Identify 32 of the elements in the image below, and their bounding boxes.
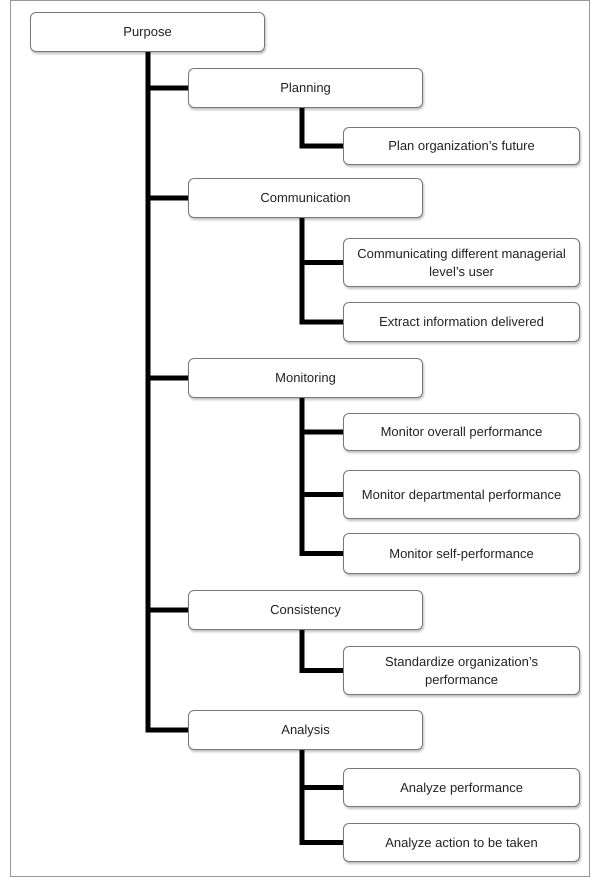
- box-label: Monitor departmental performance: [362, 486, 562, 504]
- process-box: [188, 710, 423, 750]
- process-box: [343, 823, 580, 862]
- box-label: Consistency: [270, 601, 341, 619]
- process-box: [343, 533, 580, 574]
- box-label: Analyze performance: [400, 778, 523, 796]
- box-label: Communicating different managerial level’s user: [356, 244, 567, 280]
- process-box: [343, 413, 580, 451]
- process-box: [343, 646, 580, 695]
- box-label: Monitoring: [275, 369, 336, 387]
- process-box: [30, 12, 265, 52]
- box-label: Planning: [280, 79, 331, 97]
- process-box: [343, 127, 580, 165]
- process-box: [188, 68, 423, 108]
- process-box: [188, 358, 423, 398]
- box-label: Plan organization’s future: [388, 137, 535, 155]
- box-label: Analyze action to be taken: [385, 834, 538, 852]
- process-box: [188, 178, 423, 218]
- process-box: [343, 470, 580, 519]
- connector-line: [300, 108, 343, 148]
- box-label: Monitor self-performance: [389, 544, 534, 562]
- box-label: Monitor overall performance: [380, 423, 542, 441]
- box-label: Analysis: [281, 721, 330, 739]
- box-label: Extract information delivered: [379, 313, 544, 331]
- box-label: Purpose: [123, 23, 172, 41]
- process-box: [188, 590, 423, 630]
- process-box: [343, 768, 580, 807]
- process-box: [343, 302, 580, 342]
- box-label: Standardize organization’s performance: [384, 652, 539, 688]
- process-box: [343, 238, 580, 287]
- connector-line: [300, 630, 343, 673]
- box-label: Communication: [260, 189, 351, 207]
